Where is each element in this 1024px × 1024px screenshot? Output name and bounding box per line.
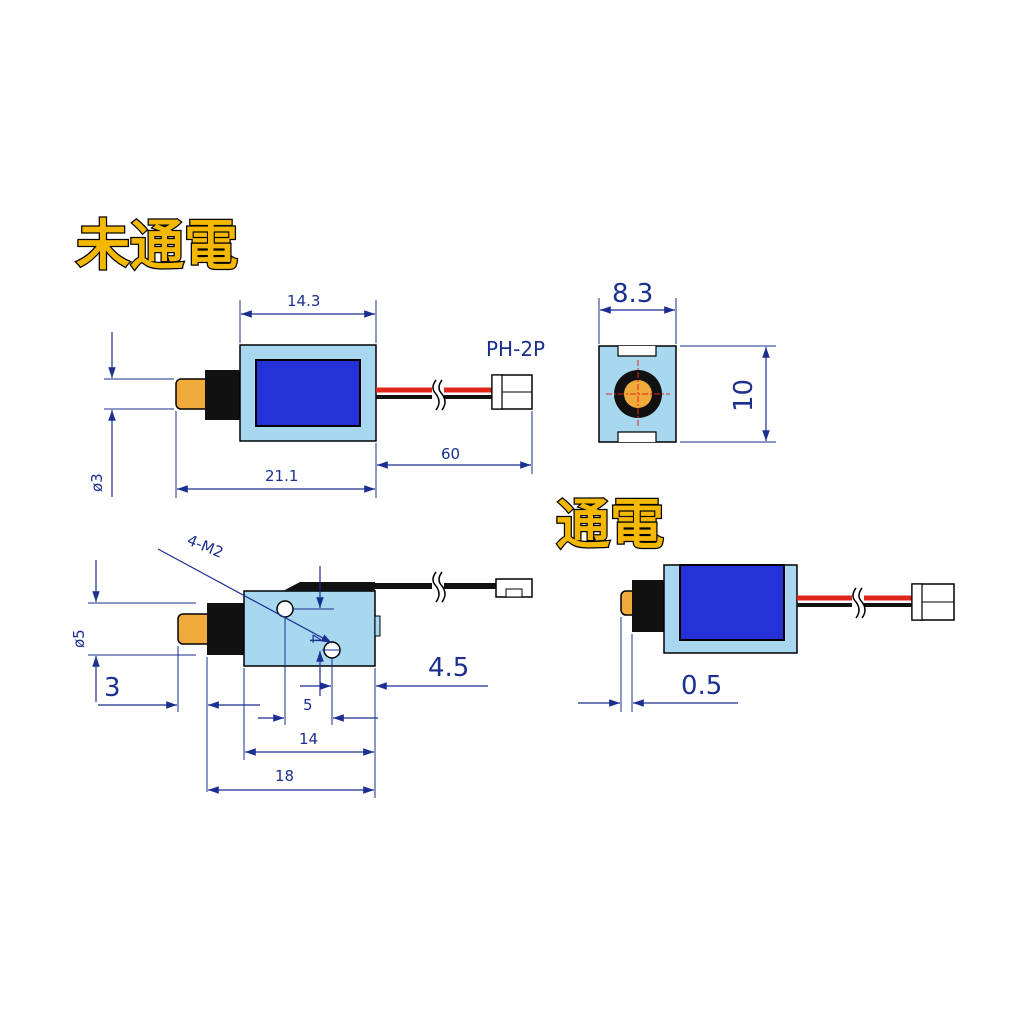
dim-hole-edge: 4.5 [300, 653, 488, 798]
dim-plunger-diameter: ø3 [88, 332, 174, 497]
svg-text:21.1: 21.1 [265, 467, 298, 485]
title-on: 通電 [556, 493, 664, 556]
side-frame [243, 590, 376, 667]
svg-text:ø5: ø5 [70, 629, 88, 648]
svg-text:18: 18 [275, 767, 294, 785]
on-coil [679, 564, 785, 641]
svg-text:4: 4 [306, 634, 324, 644]
dim-hole-spacing-horizontal: 14 [243, 668, 374, 760]
dim-total-length: 21.1 [175, 411, 377, 498]
svg-text:3: 3 [104, 673, 121, 703]
svg-text:14: 14 [299, 730, 318, 748]
svg-text:4-M2: 4-M2 [185, 531, 226, 562]
collar [205, 370, 243, 420]
end-view [598, 345, 677, 443]
dim-hole-spacing-vertical: 4 [293, 566, 340, 696]
off-state-view: PH-2P [175, 337, 545, 442]
title-off: 未通電 [76, 214, 238, 277]
dim-wire-length: 60 [377, 411, 533, 474]
dim-height: 10 [680, 345, 776, 443]
dim-side-length: 18 [208, 767, 374, 794]
dim-collar-length: 3 [98, 646, 260, 792]
dim-body-length: 14.3 [239, 292, 377, 343]
svg-text:60: 60 [441, 445, 460, 463]
svg-text:14.3: 14.3 [287, 292, 320, 310]
connector-label: PH-2P [486, 337, 545, 361]
svg-text:5: 5 [303, 696, 313, 714]
side-view [177, 571, 533, 667]
on-collar [632, 580, 668, 632]
dim-stroke: 0.5 [578, 617, 738, 712]
svg-text:8.3: 8.3 [612, 279, 653, 309]
dim-hole-offset: 5 [258, 617, 378, 725]
dim-width: 8.3 [598, 279, 677, 344]
side-collar [207, 603, 245, 655]
svg-text:10: 10 [729, 379, 759, 412]
coil [255, 359, 361, 427]
svg-text:ø3: ø3 [88, 473, 106, 492]
dim-collar-diameter: ø5 [70, 560, 196, 702]
svg-text:4.5: 4.5 [428, 653, 469, 683]
svg-text:0.5: 0.5 [681, 671, 722, 701]
on-state-view [620, 564, 955, 654]
